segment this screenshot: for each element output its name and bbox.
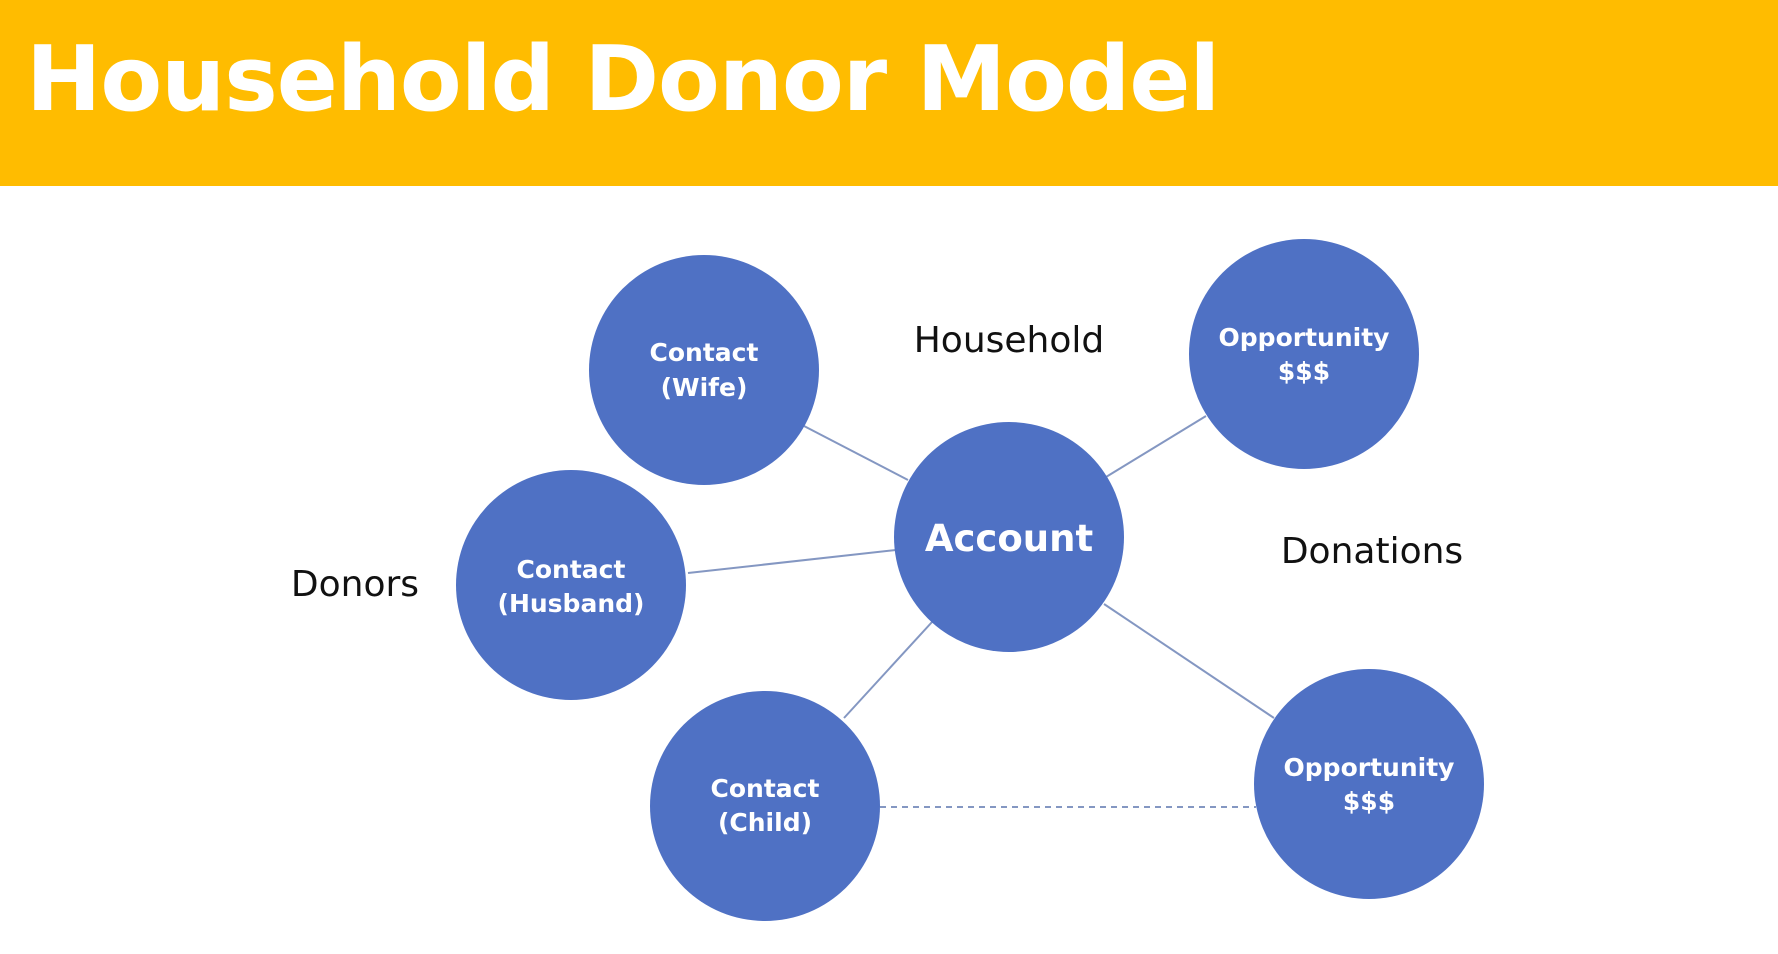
edge-account-opp-top xyxy=(1105,415,1207,478)
edges xyxy=(687,415,1275,808)
node-circle xyxy=(456,470,686,700)
node-circle xyxy=(589,255,819,485)
node-circle xyxy=(650,691,880,921)
node-circle xyxy=(1189,239,1419,469)
edge-account-husband xyxy=(687,549,897,574)
node-circle xyxy=(1254,669,1484,899)
node-label-line1: Contact xyxy=(711,774,820,803)
node-opportunity-bottom: Opportunity $$$ xyxy=(1254,669,1484,899)
page-title: Household Donor Model xyxy=(26,27,1220,132)
node-label-line1: Contact xyxy=(650,338,759,367)
node-label-line2: (Husband) xyxy=(498,589,645,618)
node-label-line2: $$$ xyxy=(1343,787,1395,816)
node-opportunity-top: Opportunity $$$ xyxy=(1189,239,1419,469)
node-label-line1: Contact xyxy=(517,555,626,584)
edge-account-wife xyxy=(803,425,909,481)
node-contact-wife: Contact (Wife) xyxy=(589,255,819,485)
title-banner: Household Donor Model xyxy=(0,0,1778,186)
node-circle xyxy=(894,422,1124,652)
node-label-line2: $$$ xyxy=(1278,357,1330,386)
node-label-line1: Opportunity xyxy=(1284,753,1455,782)
node-account: Account xyxy=(894,422,1124,652)
node-label-line2: (Child) xyxy=(718,808,812,837)
group-label-donations: Donations xyxy=(1281,531,1463,572)
node-label-line2: (Wife) xyxy=(661,373,748,402)
edge-account-opp-bottom xyxy=(1103,603,1275,719)
group-label-household: Household xyxy=(914,320,1105,361)
node-label-line1: Opportunity xyxy=(1219,323,1390,352)
node-contact-child: Contact (Child) xyxy=(650,691,880,921)
edge-account-child xyxy=(843,621,933,719)
group-label-donors: Donors xyxy=(291,564,419,605)
node-label: Account xyxy=(925,517,1093,560)
node-contact-husband: Contact (Husband) xyxy=(456,470,686,700)
